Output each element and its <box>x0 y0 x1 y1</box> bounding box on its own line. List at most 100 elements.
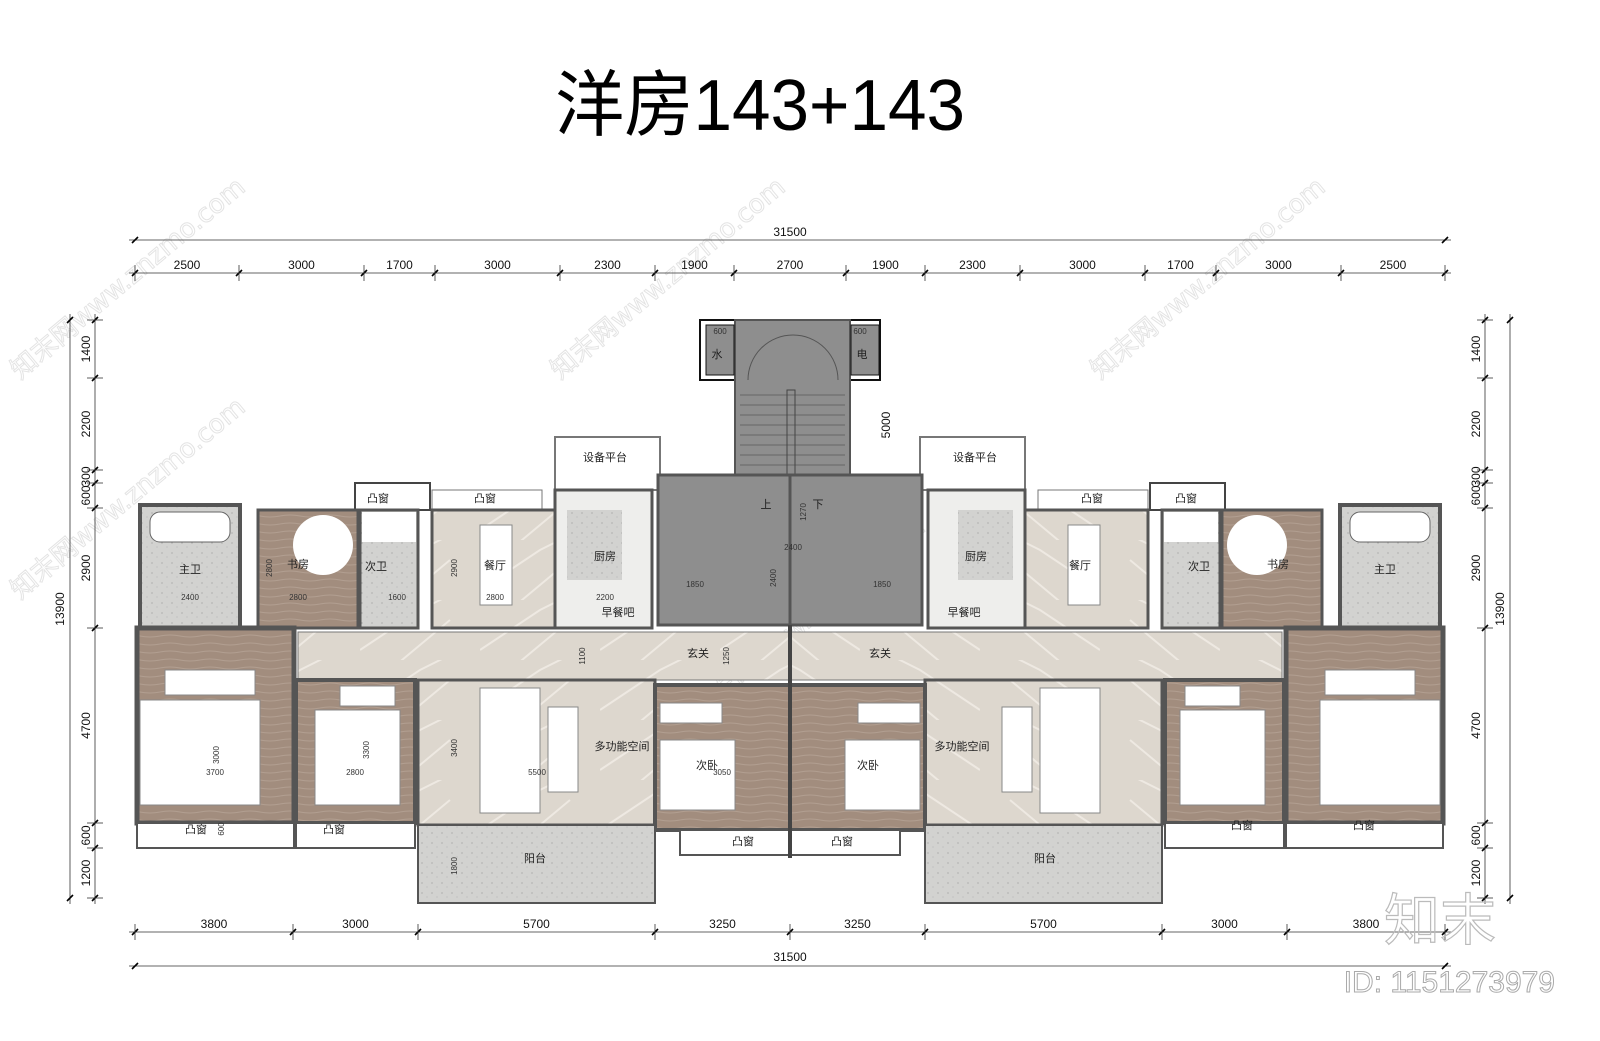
dimension-label: 300 <box>79 466 93 486</box>
room-label: 凸窗 <box>1081 491 1103 505</box>
dim-label: 600 <box>217 822 226 836</box>
dimension-label: 2300 <box>594 258 621 272</box>
room-label: 玄关 <box>869 646 891 660</box>
room-label: 餐厅 <box>484 558 506 572</box>
room-label: 书房 <box>1267 558 1289 571</box>
dimension-label: 300 <box>1469 466 1483 486</box>
dimension-label: 1700 <box>1167 258 1194 272</box>
stair-up-label: 上 <box>761 498 772 511</box>
dimension-label: 2200 <box>1469 410 1483 437</box>
room-label: 凸窗 <box>1231 818 1253 832</box>
dim-label: 1100 <box>578 647 587 665</box>
dim-label: 2800 <box>346 768 364 777</box>
left-unit-labels: 设备平台 凸窗 凸窗 主卫 书房 次卫 餐厅 厨房 早餐吧 玄关 多功能空间 次… <box>179 450 754 875</box>
room-label: 凸窗 <box>1175 491 1197 505</box>
logo: 知末 <box>1384 889 1496 954</box>
room-label: 次卫 <box>365 559 387 573</box>
dimension-label: 2300 <box>959 258 986 272</box>
dim-label: 2800 <box>486 593 504 602</box>
stair-down-label: 下 <box>813 498 824 511</box>
dimension-tick <box>1441 236 1449 244</box>
dimension-label: 1700 <box>386 258 413 272</box>
dimension-label: 600 <box>79 825 93 845</box>
room-label: 厨房 <box>965 550 987 563</box>
room-label: 主卫 <box>1374 563 1396 576</box>
dimension-label: 3000 <box>484 258 511 272</box>
dimension-lines: 2500 3000 1700 3000 2300 1900 2700 1900 2300 3000… <box>53 225 1514 970</box>
room-label: 玄关 <box>687 646 709 660</box>
dim-label: 2800 <box>265 559 274 577</box>
right-unit-labels: 设备平台 凸窗 凸窗 主卫 书房 次卫 餐厅 厨房 早餐吧 玄关 多功能空间 次… <box>831 450 1396 865</box>
dim-label: 1850 <box>686 580 704 589</box>
room-label: 主卫 <box>179 563 201 576</box>
room-label: 凸窗 <box>474 491 496 505</box>
dim-label: 3050 <box>713 768 731 777</box>
dimension-tick <box>66 894 74 902</box>
dimension-label: 3800 <box>201 917 228 931</box>
dimension-label: 600 <box>1469 825 1483 845</box>
dimension-label: 2700 <box>777 258 804 272</box>
watermark: 知末网www.znzmo.com <box>1085 172 1331 385</box>
dimension-tick <box>66 316 74 324</box>
dim-label: 2400 <box>784 543 802 552</box>
dim-label: 1250 <box>722 647 731 665</box>
dimension-tick <box>1506 894 1514 902</box>
page-title: 洋房143+143 <box>555 66 965 146</box>
dimension-label: 1900 <box>681 258 708 272</box>
watermark: 知末网www.znzmo.com <box>5 172 251 385</box>
unit-left <box>137 437 790 903</box>
dimension-label: 5700 <box>523 917 550 931</box>
dim-label: 600 <box>713 327 727 336</box>
id-label: ID: 1151273979 <box>1344 966 1555 999</box>
dim-label: 2900 <box>450 559 459 577</box>
electric-shaft-label: 电 <box>857 348 868 361</box>
dim-label: 1850 <box>873 580 891 589</box>
dimension-label: 3250 <box>844 917 871 931</box>
dimension-label: 2200 <box>79 410 93 437</box>
room-label: 凸窗 <box>185 822 207 836</box>
room-label: 早餐吧 <box>602 605 635 619</box>
dimension-label: 2900 <box>1469 554 1483 581</box>
dimension-label: 3000 <box>1211 917 1238 931</box>
dimension-label: 1400 <box>1469 335 1483 362</box>
dimension-label: 2500 <box>1380 258 1407 272</box>
room-label: 凸窗 <box>732 834 754 848</box>
room-label: 设备平台 <box>583 450 627 464</box>
dim-label: 5500 <box>528 768 546 777</box>
dimension-label: 3000 <box>288 258 315 272</box>
room-label: 书房 <box>287 558 309 571</box>
dimension-label: 600 <box>1469 485 1483 505</box>
dim-label: 2400 <box>181 593 199 602</box>
room-label: 凸窗 <box>831 834 853 848</box>
dimension-label: 3250 <box>709 917 736 931</box>
dimension-label: 31500 <box>773 225 807 239</box>
dimension-label: 1900 <box>872 258 899 272</box>
dimension-label: 3000 <box>342 917 369 931</box>
dimension-label: 31500 <box>773 950 807 964</box>
dimension-label: 2500 <box>174 258 201 272</box>
room-label: 次卧 <box>696 758 718 772</box>
room-label: 阳台 <box>524 851 546 865</box>
dimension-label: 1400 <box>79 335 93 362</box>
dim-label: 3400 <box>450 739 459 757</box>
room-label: 次卫 <box>1188 559 1210 573</box>
water-shaft-label: 水 <box>712 348 723 361</box>
dimension-tick <box>131 236 139 244</box>
room-label: 凸窗 <box>1353 818 1375 832</box>
dim-label: 2800 <box>289 593 307 602</box>
dimension-label: 3800 <box>1353 917 1380 931</box>
unit-right <box>790 437 1443 903</box>
room-label: 设备平台 <box>953 450 997 464</box>
room-label: 凸窗 <box>323 822 345 836</box>
dim-label: 1270 <box>799 503 808 521</box>
room-label: 凸窗 <box>367 491 389 505</box>
dim-label: 5000 <box>879 411 893 438</box>
dimension-label: 13900 <box>53 592 67 626</box>
dim-label: 1800 <box>450 857 459 875</box>
room-label: 多功能空间 <box>595 739 650 753</box>
dimension-label: 600 <box>79 485 93 505</box>
room-label: 厨房 <box>594 550 616 563</box>
dim-label: 1600 <box>388 593 406 602</box>
dim-label: 3000 <box>212 746 221 764</box>
